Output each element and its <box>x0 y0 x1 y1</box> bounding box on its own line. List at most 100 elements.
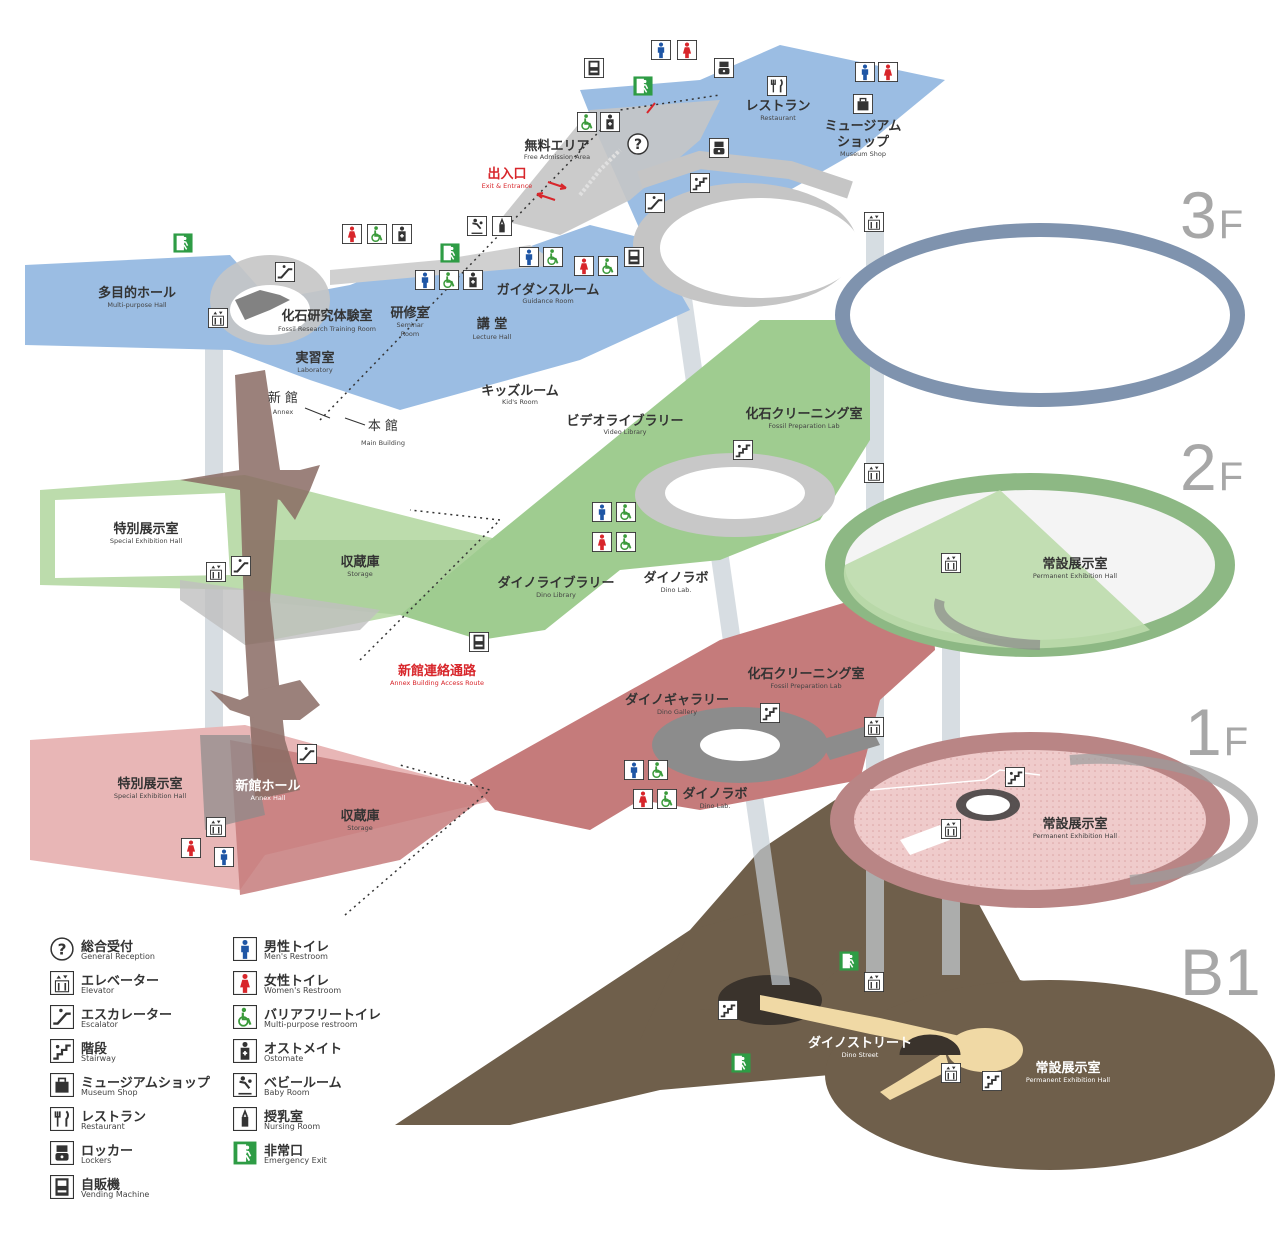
svg-text:2F: 2F <box>1180 430 1243 504</box>
laboratory-label: 実習室 <box>295 350 334 366</box>
floor-tag-b1: B1 <box>1180 935 1261 1009</box>
legend-item-sublabel: General Reception <box>81 952 155 961</box>
womens-restroom-icon <box>342 224 362 244</box>
question-icon <box>50 937 74 961</box>
floor-3f <box>25 45 1245 410</box>
ostomate-icon <box>233 1039 257 1063</box>
floor-b1-permanent-hall-area <box>825 980 1275 1170</box>
accessible-restroom-icon <box>439 270 459 290</box>
svg-text:Special Exhibition Hall: Special Exhibition Hall <box>110 537 182 545</box>
mens-restroom-icon <box>519 247 539 267</box>
legend-item-label: 女性トイレ <box>264 974 330 989</box>
legend-item-label: 階段 <box>81 1042 108 1057</box>
emergency-exit-icon <box>233 1141 257 1165</box>
fossil-prep-1f-label: 化石クリーニング室 <box>747 666 864 682</box>
escalator-icon <box>275 262 295 282</box>
svg-text:Permanent Exhibition Hall: Permanent Exhibition Hall <box>1033 832 1117 840</box>
svg-text:Video Library: Video Library <box>603 428 646 436</box>
shop-icon <box>50 1073 74 1097</box>
svg-text:Permanent Exhibition Hall: Permanent Exhibition Hall <box>1026 1076 1110 1084</box>
svg-text:Dino Gallery: Dino Gallery <box>657 708 697 716</box>
legend-item-sublabel: Lockers <box>81 1156 112 1165</box>
dinosaur-column <box>180 290 320 800</box>
stairs-icon <box>690 173 710 193</box>
multipurpose-hall-label: 多目的ホール <box>98 285 176 301</box>
permanent-b1-label: 常設展示室 <box>1035 1060 1100 1076</box>
legend-item-sublabel: Vending Machine <box>81 1190 150 1199</box>
womens-restroom-icon <box>233 971 257 995</box>
seminar-room-label: 研修室 <box>390 305 429 321</box>
accessible-restroom-icon <box>648 760 668 780</box>
legend-item-label: 授乳室 <box>264 1110 304 1125</box>
free-area-label: 無料エリア <box>524 138 589 154</box>
legend-item-label: エレベーター <box>81 974 160 989</box>
floor-2f-main-slab <box>400 320 870 640</box>
floor-tag-3: 3 <box>1180 178 1217 252</box>
locker-icon <box>714 58 734 78</box>
svg-text:Annex Building Access Route: Annex Building Access Route <box>390 679 484 687</box>
svg-text:Lecture Hall: Lecture Hall <box>473 333 512 341</box>
vending-icon <box>584 58 604 78</box>
emergency-exit-icon <box>633 76 653 96</box>
fossil-training-room-label: 化石研究体験室 <box>281 308 372 324</box>
legend-item-sublabel: Restaurant <box>81 1122 125 1131</box>
womens-restroom-icon <box>677 40 697 60</box>
svg-text:Dino Library: Dino Library <box>536 591 576 599</box>
svg-text:Restaurant: Restaurant <box>760 114 796 122</box>
escalator-icon <box>645 193 665 213</box>
shop-icon <box>853 94 873 114</box>
svg-text:Guidance Room: Guidance Room <box>522 297 573 305</box>
legend-item-sublabel: Multi-purpose restroom <box>264 1020 358 1029</box>
legend-item-sublabel: Ostomate <box>264 1054 304 1063</box>
mens-restroom-icon <box>855 62 875 82</box>
accessible-restroom-icon <box>616 502 636 522</box>
svg-text:Seminar: Seminar <box>396 321 423 329</box>
accessible-restroom-icon <box>543 247 563 267</box>
restaurant-icon <box>767 76 787 96</box>
floor-2f <box>40 320 1235 657</box>
legend-item-label: ベビールーム <box>264 1076 342 1091</box>
mens-restroom-icon <box>233 937 257 961</box>
mens-restroom-icon <box>592 502 612 522</box>
svg-text:3F: 3F <box>1180 178 1243 252</box>
vending-icon <box>624 247 644 267</box>
legend-item-sublabel: Women's Restroom <box>264 986 342 995</box>
legend-item-label: バリアフリートイレ <box>264 1008 382 1023</box>
legend-item-label: 非常口 <box>264 1144 304 1159</box>
svg-text:Museum Shop: Museum Shop <box>840 150 886 158</box>
museum-shop-label: ミュージアム <box>825 119 902 134</box>
legend-item-sublabel: Nursing Room <box>264 1122 321 1131</box>
locker-icon <box>50 1141 74 1165</box>
dino-street-label: ダイノストリート <box>808 1035 912 1051</box>
legend-item-sublabel: Museum Shop <box>81 1088 138 1097</box>
nursing-room-icon <box>492 216 512 236</box>
svg-text:Annex Hall: Annex Hall <box>251 794 286 802</box>
accessible-restroom-icon <box>577 112 597 132</box>
dino-lab-2f-label: ダイノラボ <box>643 570 708 586</box>
escalator-icon <box>50 1005 74 1029</box>
accessible-restroom-icon <box>598 256 618 276</box>
main-building-direction-label: 本 館 <box>368 419 398 434</box>
storage-2f-label: 収蔵庫 <box>340 554 379 570</box>
storage-1f-label: 収蔵庫 <box>340 808 379 824</box>
svg-text:Laboratory: Laboratory <box>297 366 333 374</box>
baby-room-icon <box>467 216 487 236</box>
mens-restroom-icon <box>624 760 644 780</box>
svg-text:Exit & Entrance: Exit & Entrance <box>482 182 533 190</box>
svg-text:Free Admission Area: Free Admission Area <box>524 153 590 161</box>
legend-item-sublabel: Elevator <box>81 986 115 995</box>
stairs-icon <box>1005 767 1025 787</box>
mens-restroom-icon <box>214 847 234 867</box>
restaurant-icon <box>50 1107 74 1131</box>
dino-lab-1f-label: ダイノラボ <box>682 786 747 802</box>
emergency-exit-icon <box>440 243 460 263</box>
nursing-room-icon <box>233 1107 257 1131</box>
svg-text:Dino Lab.: Dino Lab. <box>700 802 731 810</box>
svg-text:Dino Lab.: Dino Lab. <box>661 586 692 594</box>
